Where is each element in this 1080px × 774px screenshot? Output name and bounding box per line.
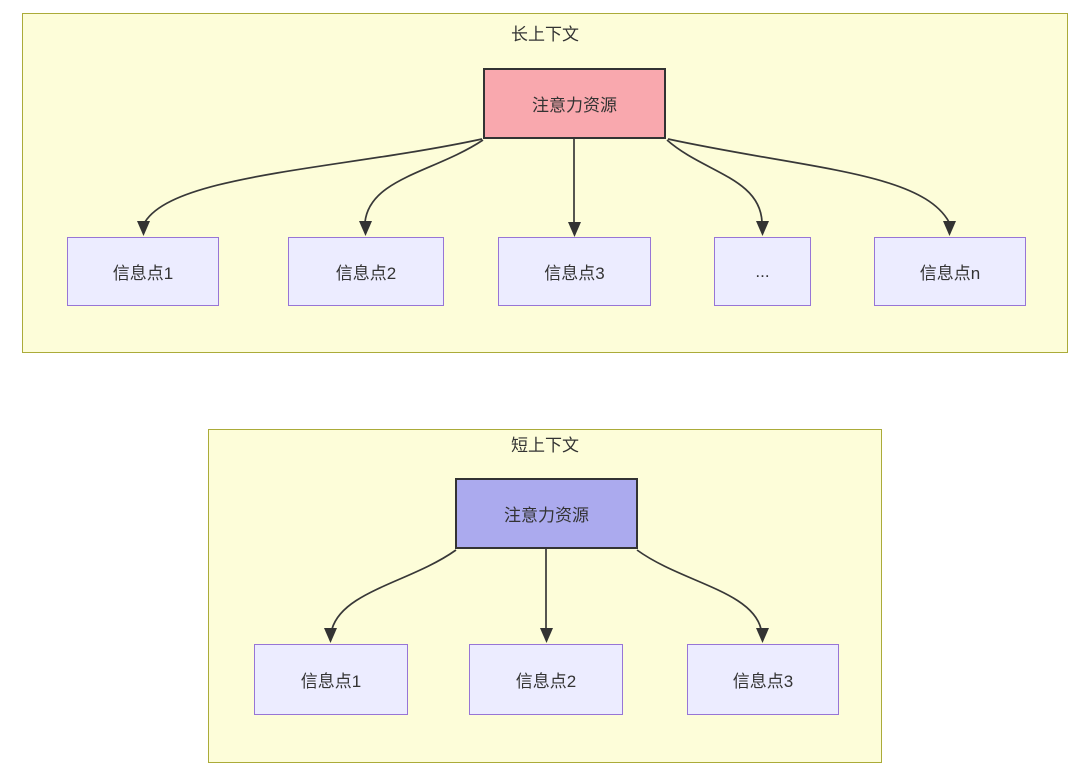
info-node-n-long: 信息点n <box>874 237 1026 306</box>
short-context-title: 短上下文 <box>511 436 579 455</box>
long-context-edges <box>137 138 956 237</box>
short-context-edges <box>324 549 769 643</box>
edge-root-to-info1-short <box>331 549 457 630</box>
edge-root-to-info1 <box>144 138 483 223</box>
info-node-3-long: 信息点3 <box>498 237 651 306</box>
edge-root-to-info2 <box>364 139 484 223</box>
arrowhead-info1-icon <box>137 221 150 236</box>
info-node-1-long: 信息点1 <box>67 237 219 306</box>
info-node-dots-long: ... <box>714 237 811 306</box>
arrowhead-dots-icon <box>756 221 769 236</box>
arrowhead-info3-icon <box>568 222 581 237</box>
attention-resource-node-long: 注意力资源 <box>483 68 666 139</box>
arrowhead-infon-icon <box>943 221 956 236</box>
short-context-panel: 短上下文 注意力资源 信息点1 信息点2 信息点3 <box>208 429 882 763</box>
info-node-2-long: 信息点2 <box>288 237 444 306</box>
edge-root-to-info3-short <box>636 549 762 630</box>
arrowhead-info1-short-icon <box>324 628 337 643</box>
attention-resource-node-short: 注意力资源 <box>455 478 638 549</box>
arrowhead-info3-short-icon <box>756 628 769 643</box>
arrowhead-info2-short-icon <box>540 628 553 643</box>
info-node-1-short: 信息点1 <box>254 644 408 715</box>
long-context-title: 长上下文 <box>511 25 579 44</box>
info-node-2-short: 信息点2 <box>469 644 623 715</box>
long-context-panel: 长上下文 注意力资源 信息点1 信息点2 信息点3 ... 信息点n <box>22 13 1068 353</box>
info-node-3-short: 信息点3 <box>687 644 839 715</box>
edge-root-to-infon <box>667 138 950 223</box>
edge-root-to-dots <box>666 139 763 223</box>
arrowhead-info2-icon <box>359 221 372 236</box>
